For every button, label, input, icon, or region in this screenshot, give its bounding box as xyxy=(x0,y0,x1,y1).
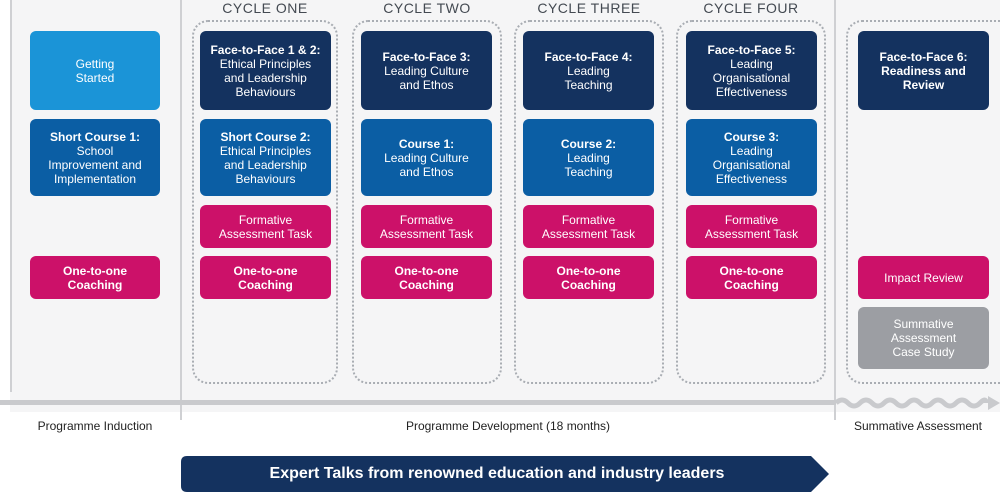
getting-started-card[interactable]: Getting Started xyxy=(30,31,160,110)
cycle-three-task-label: Formative Assessment Task xyxy=(541,212,636,241)
cycle-four-coaching-card[interactable]: One-to-one Coaching xyxy=(686,256,817,299)
phase-induction-label: Programme Induction xyxy=(37,419,153,433)
cycle-two-f2f-card[interactable]: Face-to-Face 3:Leading Culture and Ethos xyxy=(361,31,492,110)
cycle-one-coaching-label: One-to-one Coaching xyxy=(233,263,298,292)
cycle-three-course-body: Leading Teaching xyxy=(564,150,613,179)
cycle-four-container xyxy=(676,20,826,384)
short-course-1-body: School Improvement and Implementation xyxy=(48,143,142,186)
cycle-two-f2f-body: Leading Culture and Ethos xyxy=(384,63,469,92)
induction-divider-line xyxy=(180,0,182,420)
cycle-one-f2f-body: Ethical Principles and Leadership Behavi… xyxy=(219,56,312,99)
short-course-1-title: Short Course 1: xyxy=(49,129,140,144)
cycle-one-course-body: Ethical Principles and Leadership Behavi… xyxy=(219,143,312,186)
cycle-four-coaching-label: One-to-one Coaching xyxy=(719,263,784,292)
cycle-three-title: CYCLE THREE xyxy=(537,0,641,16)
cycle-two-course-title: Course 1: xyxy=(398,136,455,151)
summative-container xyxy=(846,20,1000,384)
cycle-two-coaching-label: One-to-one Coaching xyxy=(394,263,459,292)
expert-talks-text: Expert Talks from renowned education and… xyxy=(269,465,725,482)
summative-f2f-card[interactable]: Face-to-Face 6:Readiness and Review xyxy=(858,31,989,110)
cycle-three-f2f-title: Face-to-Face 4: xyxy=(544,49,633,64)
cycle-two-f2f-title: Face-to-Face 3: xyxy=(382,49,471,64)
cycle-two-course-body: Leading Culture and Ethos xyxy=(384,150,469,179)
cycle-one-f2f-card[interactable]: Face-to-Face 1 & 2:Ethical Principles an… xyxy=(200,31,331,110)
cycle-two-task-card[interactable]: Formative Assessment Task xyxy=(361,205,492,248)
short-course-1-card[interactable]: Short Course 1:School Improvement and Im… xyxy=(30,119,160,196)
induction-coaching-card[interactable]: One-to-one Coaching xyxy=(30,256,160,299)
cycle-one-course-card[interactable]: Short Course 2:Ethical Principles and Le… xyxy=(200,119,331,196)
getting-started-label: Getting Started xyxy=(75,56,115,85)
cycle-four-task-card[interactable]: Formative Assessment Task xyxy=(686,205,817,248)
summative-divider-line xyxy=(834,0,836,420)
cycle-one-task-card[interactable]: Formative Assessment Task xyxy=(200,205,331,248)
summative-f2f-body: Readiness and Review xyxy=(881,63,966,92)
cycle-four-f2f-card[interactable]: Face-to-Face 5:Leading Organisational Ef… xyxy=(686,31,817,110)
cycle-one-course-title: Short Course 2: xyxy=(220,129,311,144)
cycle-one-title: CYCLE ONE xyxy=(222,0,308,16)
cycle-three-course-card[interactable]: Course 2:Leading Teaching xyxy=(523,119,654,196)
cycle-one-f2f-title: Face-to-Face 1 & 2: xyxy=(210,42,321,57)
impact-review-label: Impact Review xyxy=(884,270,963,285)
cycle-three-container xyxy=(514,20,664,384)
cycle-three-task-card[interactable]: Formative Assessment Task xyxy=(523,205,654,248)
cycle-one-container xyxy=(192,20,338,384)
cycle-two-title: CYCLE TWO xyxy=(383,0,471,16)
left-border-line xyxy=(10,0,12,392)
cycle-two-coaching-card[interactable]: One-to-one Coaching xyxy=(361,256,492,299)
phase-development-label: Programme Development (18 months) xyxy=(405,419,611,433)
cycle-four-f2f-body: Leading Organisational Effectiveness xyxy=(712,56,791,99)
cycle-one-task-label: Formative Assessment Task xyxy=(218,212,313,241)
cycle-three-f2f-card[interactable]: Face-to-Face 4:Leading Teaching xyxy=(523,31,654,110)
cycle-two-container xyxy=(352,20,502,384)
case-study-label: Summative Assessment Case Study xyxy=(890,317,957,359)
cycle-three-coaching-card[interactable]: One-to-one Coaching xyxy=(523,256,654,299)
cycle-four-f2f-title: Face-to-Face 5: xyxy=(707,42,796,57)
cycle-four-course-title: Course 3: xyxy=(723,129,780,144)
cycle-one-coaching-card[interactable]: One-to-one Coaching xyxy=(200,256,331,299)
induction-coaching-label: One-to-one Coaching xyxy=(63,263,127,292)
cycle-four-course-card[interactable]: Course 3:Leading Organisational Effectiv… xyxy=(686,119,817,196)
timeline-bar xyxy=(0,396,1000,410)
summative-f2f-title: Face-to-Face 6: xyxy=(879,49,968,64)
cycle-two-task-label: Formative Assessment Task xyxy=(379,212,474,241)
cycle-two-course-card[interactable]: Course 1:Leading Culture and Ethos xyxy=(361,119,492,196)
expert-talks-banner xyxy=(181,456,829,492)
cycle-three-course-title: Course 2: xyxy=(560,136,617,151)
cycle-four-title: CYCLE FOUR xyxy=(703,0,799,16)
case-study-card[interactable]: Summative Assessment Case Study xyxy=(858,307,989,369)
impact-review-card[interactable]: Impact Review xyxy=(858,256,989,299)
phase-summative-label: Summative Assessment xyxy=(853,419,983,433)
cycle-four-task-label: Formative Assessment Task xyxy=(704,212,799,241)
cycle-three-coaching-label: One-to-one Coaching xyxy=(556,263,621,292)
cycle-four-course-body: Leading Organisational Effectiveness xyxy=(712,143,791,186)
cycle-three-f2f-body: Leading Teaching xyxy=(564,63,613,92)
